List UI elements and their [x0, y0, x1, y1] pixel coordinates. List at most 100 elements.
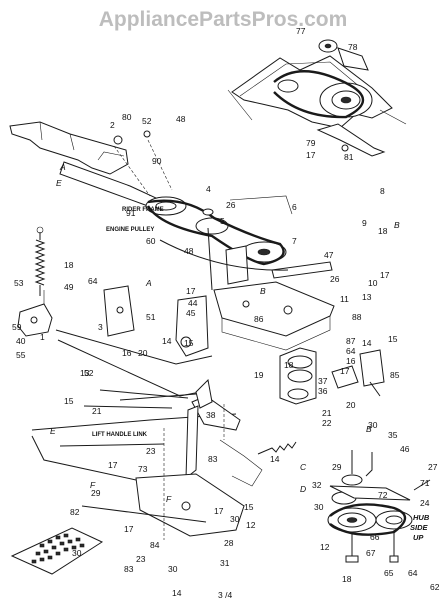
- part-number-label: 52: [142, 116, 152, 126]
- part-number-label: 11: [340, 294, 349, 304]
- part-number-label: 81: [344, 152, 354, 162]
- part-number-label: 88: [352, 312, 362, 322]
- part-number-label: 17: [214, 506, 224, 516]
- part-number-label: 16: [346, 356, 356, 366]
- reference-letter: F: [90, 480, 96, 490]
- part-number-label: 83: [124, 564, 134, 574]
- part-number-label: 17: [306, 150, 316, 160]
- part-number-label: 91: [126, 208, 136, 218]
- part-number-label: 66: [370, 532, 380, 542]
- callout-lift-handle-link: LIFT HANDLE LINK: [92, 432, 148, 438]
- reference-letter: B: [260, 286, 266, 296]
- callout-hub-2: SIDE: [410, 523, 429, 532]
- part-number-label: 59: [12, 322, 22, 332]
- part-number-label: 18: [342, 574, 352, 584]
- part-number-label: 77: [296, 26, 306, 36]
- part-number-label: 9: [362, 218, 367, 228]
- part-number-label: 21: [92, 406, 102, 416]
- part-number-label: 67: [366, 548, 376, 558]
- foot-pedal: [10, 505, 207, 575]
- part-number-label: 47: [324, 250, 334, 260]
- part-number-label: 7: [292, 236, 297, 246]
- callout-hub-1: HUB: [413, 513, 430, 522]
- part-number-label: 17: [124, 524, 134, 534]
- part-number-label: 37: [318, 376, 328, 386]
- part-number-label: 27: [428, 462, 438, 472]
- part-number-label: 8: [380, 186, 385, 196]
- spring-49: [34, 226, 46, 296]
- left-bracket: [17, 285, 135, 337]
- part-number-label: 35: [388, 430, 398, 440]
- callout-rider-frame: RIDER FRAME: [122, 207, 164, 213]
- reference-letter: D: [300, 484, 306, 494]
- part-number-label: 22: [322, 418, 332, 428]
- part-number-label: 12: [246, 520, 256, 530]
- part-number-label: 1: [40, 332, 45, 342]
- part-number-label: 28: [224, 538, 234, 548]
- part-number-label: 84: [150, 540, 160, 550]
- deck-drive-assembly: [227, 39, 407, 157]
- part-number-label: 48: [176, 114, 186, 124]
- part-number-label: 30: [314, 502, 324, 512]
- callout-hub-3: UP: [413, 533, 424, 542]
- part-number-label: 20: [138, 348, 148, 358]
- part-number-label: 17: [108, 460, 118, 470]
- part-number-label: 18: [64, 260, 74, 270]
- part-number-label: 83: [208, 454, 218, 464]
- part-number-label: 71: [420, 478, 430, 488]
- part-number-label: 19: [254, 370, 264, 380]
- part-number-label: 23: [146, 446, 156, 456]
- part-number-label: 32: [312, 480, 322, 490]
- part-number-label: 80: [122, 112, 132, 122]
- part-number-label: 82: [70, 507, 80, 517]
- reference-letter: A: [59, 162, 66, 172]
- part-number-label: 13: [80, 368, 90, 378]
- part-number-label: 46: [400, 444, 410, 454]
- part-number-label: 64: [88, 276, 98, 286]
- part-number-label: 18: [378, 226, 388, 236]
- part-number-label: 64: [346, 346, 356, 356]
- lower-bracket-assembly: [135, 378, 297, 540]
- part-number-label: 26: [226, 200, 236, 210]
- reference-letter: E: [56, 178, 62, 188]
- watermark: AppliancePartsPros.com: [99, 8, 348, 31]
- reference-letter: C: [300, 462, 307, 472]
- part-number-label: 15: [244, 502, 254, 512]
- reference-letter: F: [166, 494, 172, 504]
- part-number-label: 79: [306, 138, 316, 148]
- part-number-label: 3: [98, 322, 103, 332]
- part-number-label: 29: [91, 488, 101, 498]
- part-number-label: 6: [292, 202, 297, 212]
- clutch-pulley-assembly: [327, 450, 431, 563]
- part-number-label: 30: [230, 514, 240, 524]
- footer-text: 3 /4: [218, 590, 232, 600]
- part-number-label: 26: [330, 274, 340, 284]
- part-number-label: 17: [186, 286, 196, 296]
- engine-pulley-belt: [145, 195, 293, 266]
- part-number-label: 10: [368, 278, 378, 288]
- part-number-label: 31: [220, 558, 230, 568]
- reference-letter: A: [145, 278, 152, 288]
- part-number-label: 5: [220, 216, 225, 226]
- part-number-label: 30: [72, 548, 82, 558]
- idler-assembly: [279, 347, 385, 405]
- part-number-label: 78: [348, 42, 358, 52]
- part-number-label: 90: [152, 156, 162, 166]
- part-number-label: 87: [346, 336, 356, 346]
- part-number-label: 38: [206, 410, 216, 420]
- part-number-label: 23: [136, 554, 146, 564]
- part-number-label: 18: [284, 360, 294, 370]
- linkage-rods: [55, 227, 289, 409]
- reference-letter: B: [366, 424, 372, 434]
- part-number-label: 2: [110, 120, 115, 130]
- part-number-label: 40: [16, 336, 26, 346]
- part-number-label: 85: [390, 370, 400, 380]
- part-number-label: 14: [172, 588, 182, 598]
- part-number-label: 48: [184, 246, 194, 256]
- reference-letter: B: [394, 220, 400, 230]
- part-number-label: 36: [318, 386, 328, 396]
- part-number-label: 4: [206, 184, 211, 194]
